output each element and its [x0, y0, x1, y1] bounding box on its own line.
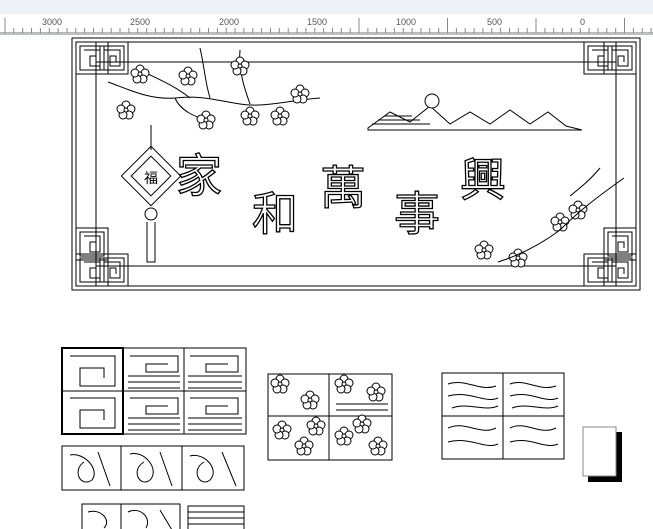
ruler-label-2000: 2000	[219, 17, 240, 27]
ruler-label-0: 0	[580, 17, 586, 27]
page-thumbnail-icon[interactable]	[582, 426, 622, 482]
ruler-label-3000: 3000	[42, 17, 63, 27]
calligraphy-char-2: 和	[252, 187, 298, 241]
ornament-character: 福	[144, 171, 158, 187]
ruler-label-2500: 2500	[130, 17, 151, 27]
calligraphy-strip-panel	[61, 445, 245, 491]
ruler-label-500: 500	[487, 17, 503, 27]
landscape-panel-group	[441, 372, 565, 460]
mountains-and-clouds	[367, 93, 583, 131]
blossom-panel-group	[267, 373, 393, 461]
calligraphy-char-5: 興	[460, 153, 506, 207]
calligraphy-char-4: 事	[394, 187, 440, 241]
hanging-ornament	[120, 125, 182, 263]
vector-artwork: 福 家 和 萬 事 興	[61, 37, 641, 529]
main-panel	[71, 37, 641, 291]
calligraphy-char-1: 家	[176, 149, 222, 203]
plum-branch-bottom-right	[497, 167, 625, 263]
calligraphy-text: 家 和 萬 事 興	[175, 148, 506, 241]
drawing-canvas[interactable]: 福 家 和 萬 事 興	[0, 35, 653, 529]
ruler-label-1500: 1500	[307, 17, 328, 27]
ruler-ticks	[0, 18, 653, 34]
plum-branch-top	[107, 47, 321, 121]
window-top-strip	[0, 0, 653, 14]
fret-panel-group	[61, 347, 247, 435]
horizontal-ruler[interactable]: 3000 2500 2000 1500 1000 500 0	[0, 14, 653, 35]
ruler-label-1000: 1000	[396, 17, 417, 27]
bottom-partial-panels	[81, 503, 245, 529]
calligraphy-char-3: 萬	[320, 161, 366, 215]
